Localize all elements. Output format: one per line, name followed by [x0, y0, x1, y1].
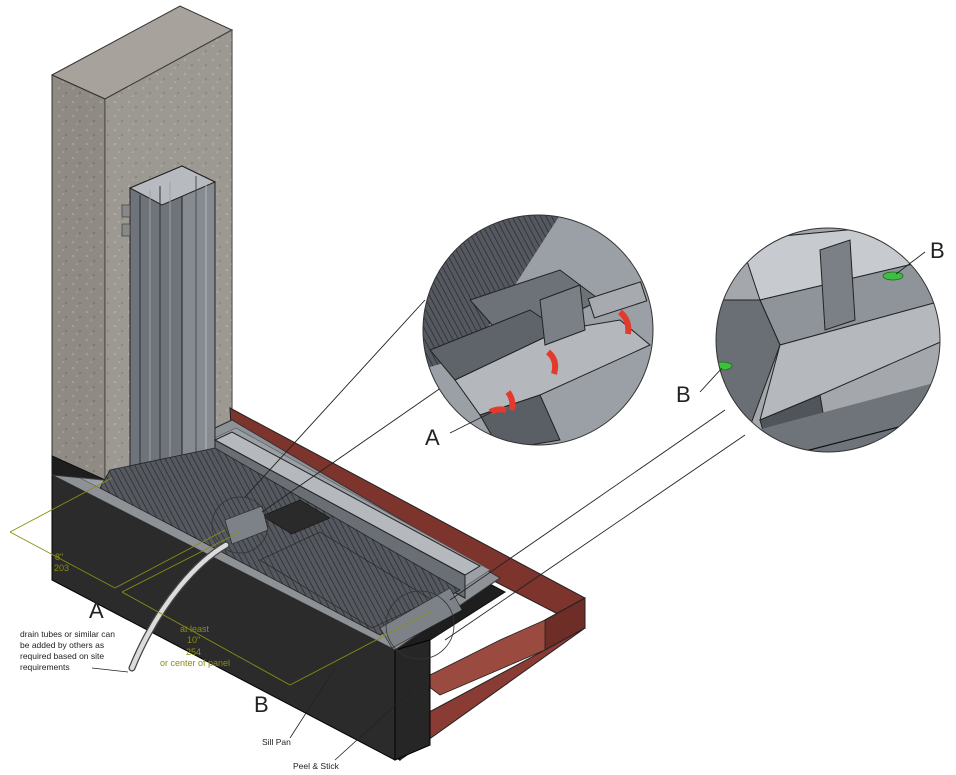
detail-circle-a [422, 214, 654, 446]
dim-2-prefix: at least [180, 624, 210, 634]
svg-text:requirements: requirements [20, 662, 70, 672]
seal-a-4 [618, 309, 632, 335]
dim-1-inch: 8" [55, 552, 63, 562]
drain-note: drain tubes or similar can be added by o… [20, 629, 115, 672]
peel-stick-label: Peel & Stick [293, 761, 340, 771]
dim-2-suffix: or center of panel [160, 658, 230, 668]
leader-detail-b-2 [444, 434, 746, 641]
detail-circle-b [715, 227, 941, 453]
svg-text:required based on site: required based on site [20, 651, 104, 661]
dimension-lines [9, 477, 431, 686]
leader-detail-b [449, 409, 726, 601]
detail-a-letter: A [425, 425, 440, 450]
dim-1-mm: 203 [54, 563, 69, 573]
sill-pan-label: Sill Pan [262, 737, 291, 747]
detail-b-letter-right: B [930, 238, 945, 263]
window-sill-track [99, 431, 482, 649]
callout-a: A [89, 598, 104, 623]
svg-text:drain tubes or similar can: drain tubes or similar can [20, 629, 115, 639]
leader-detail-a-2 [244, 299, 426, 498]
seal-a-1 [488, 406, 507, 415]
svg-text:be added by others as: be added by others as [20, 640, 104, 650]
seal-b-2 [716, 361, 733, 371]
leader-detail-a [261, 384, 446, 513]
window-frame-jamb [121, 165, 217, 495]
detail-source-b [385, 590, 455, 660]
dim-2-inch: 10" [187, 635, 200, 645]
detail-source-a [211, 496, 269, 554]
dim-2-mm: 254 [186, 647, 201, 657]
seal-b-1 [882, 271, 904, 281]
callout-b: B [254, 692, 269, 717]
seal-a-3 [545, 349, 559, 375]
seal-a-2 [505, 390, 516, 411]
detail-b-letter-left: B [676, 382, 691, 407]
